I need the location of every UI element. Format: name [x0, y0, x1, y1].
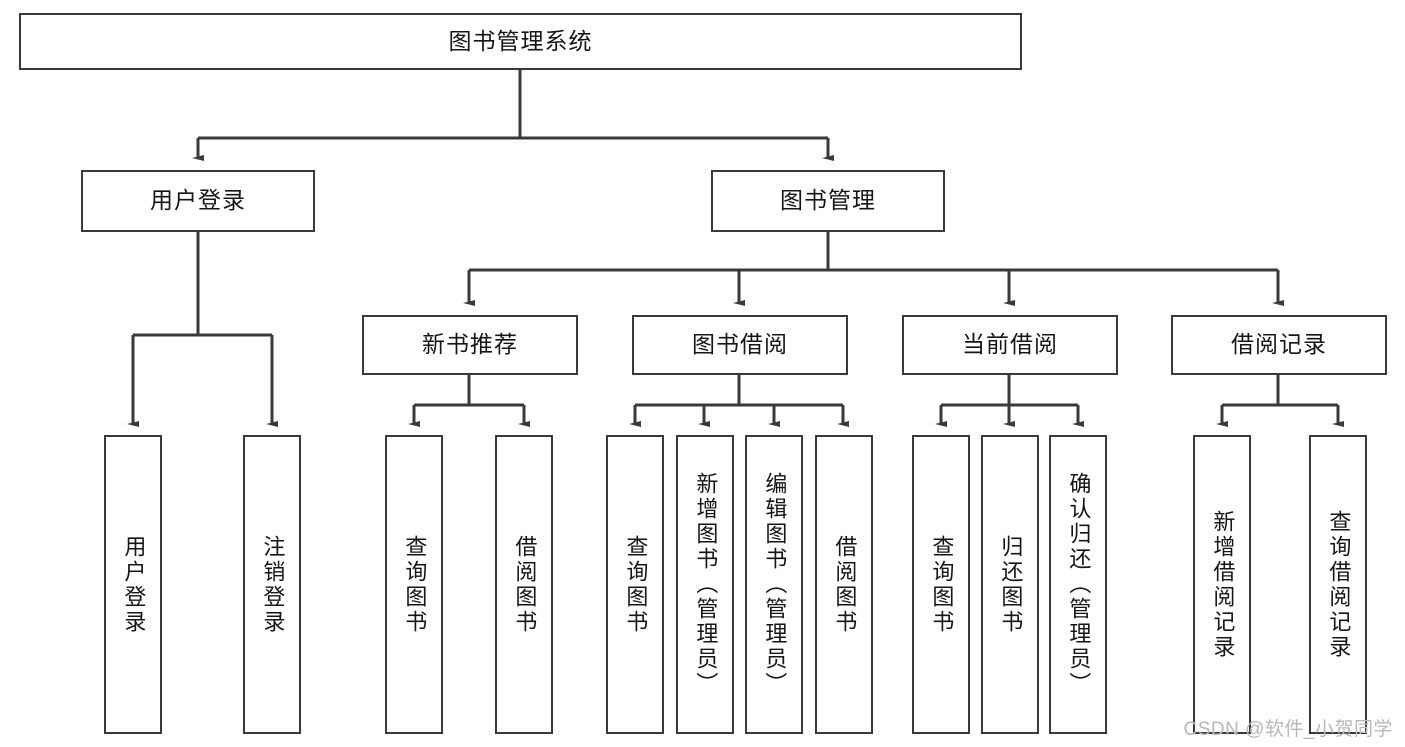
- leaf-user-logout-label: 注销登录: [260, 534, 286, 635]
- leaf-user-logout[interactable]: 注销登录: [243, 435, 301, 734]
- node-root-label: 图书管理系统: [448, 27, 593, 54]
- node-current-borrow[interactable]: 当前借阅: [902, 315, 1118, 375]
- node-book-manage-label: 图书管理: [780, 187, 876, 214]
- leaf-query-book-1[interactable]: 查询图书: [385, 435, 443, 734]
- node-borrow-record[interactable]: 借阅记录: [1171, 315, 1387, 375]
- leaf-borrow-book-2-label: 借阅图书: [832, 534, 858, 635]
- leaf-query-book-3-label: 查询图书: [929, 534, 955, 635]
- leaf-add-book-label: 新增图书（管理员）: [693, 472, 719, 697]
- node-book-borrow[interactable]: 图书借阅: [632, 315, 848, 375]
- node-user-login[interactable]: 用户登录: [81, 170, 315, 232]
- leaf-confirm-return-label: 确认归还（管理员）: [1066, 472, 1092, 697]
- leaf-add-book[interactable]: 新增图书（管理员）: [676, 435, 734, 734]
- leaf-query-book-2[interactable]: 查询图书: [606, 435, 664, 734]
- node-current-borrow-label: 当前借阅: [962, 331, 1058, 358]
- leaf-query-book-1-label: 查询图书: [402, 534, 428, 635]
- node-book-manage[interactable]: 图书管理: [711, 170, 945, 232]
- leaf-add-record-label: 新增借阅记录: [1210, 509, 1236, 660]
- leaf-return-book-label: 归还图书: [998, 534, 1024, 635]
- leaf-query-record-label: 查询借阅记录: [1326, 509, 1352, 660]
- leaf-borrow-book-1[interactable]: 借阅图书: [495, 435, 553, 734]
- leaf-user-login-label: 用户登录: [121, 534, 147, 635]
- node-book-borrow-label: 图书借阅: [692, 331, 788, 358]
- node-borrow-record-label: 借阅记录: [1231, 331, 1327, 358]
- node-new-book-rec-label: 新书推荐: [422, 331, 518, 358]
- csdn-watermark: CSDN @软件_小贺同学: [1183, 719, 1393, 740]
- leaf-borrow-book-2[interactable]: 借阅图书: [815, 435, 873, 734]
- leaf-confirm-return[interactable]: 确认归还（管理员）: [1049, 435, 1107, 734]
- leaf-add-record[interactable]: 新增借阅记录: [1193, 435, 1251, 734]
- leaf-edit-book[interactable]: 编辑图书（管理员）: [745, 435, 803, 734]
- leaf-query-record[interactable]: 查询借阅记录: [1309, 435, 1367, 734]
- leaf-user-login[interactable]: 用户登录: [104, 435, 162, 734]
- leaf-return-book[interactable]: 归还图书: [981, 435, 1039, 734]
- node-user-login-label: 用户登录: [150, 187, 246, 214]
- node-root[interactable]: 图书管理系统: [19, 13, 1022, 70]
- leaf-edit-book-label: 编辑图书（管理员）: [762, 472, 788, 697]
- leaf-borrow-book-1-label: 借阅图书: [512, 534, 538, 635]
- leaf-query-book-3[interactable]: 查询图书: [912, 435, 970, 734]
- node-new-book-rec[interactable]: 新书推荐: [362, 315, 578, 375]
- leaf-query-book-2-label: 查询图书: [623, 534, 649, 635]
